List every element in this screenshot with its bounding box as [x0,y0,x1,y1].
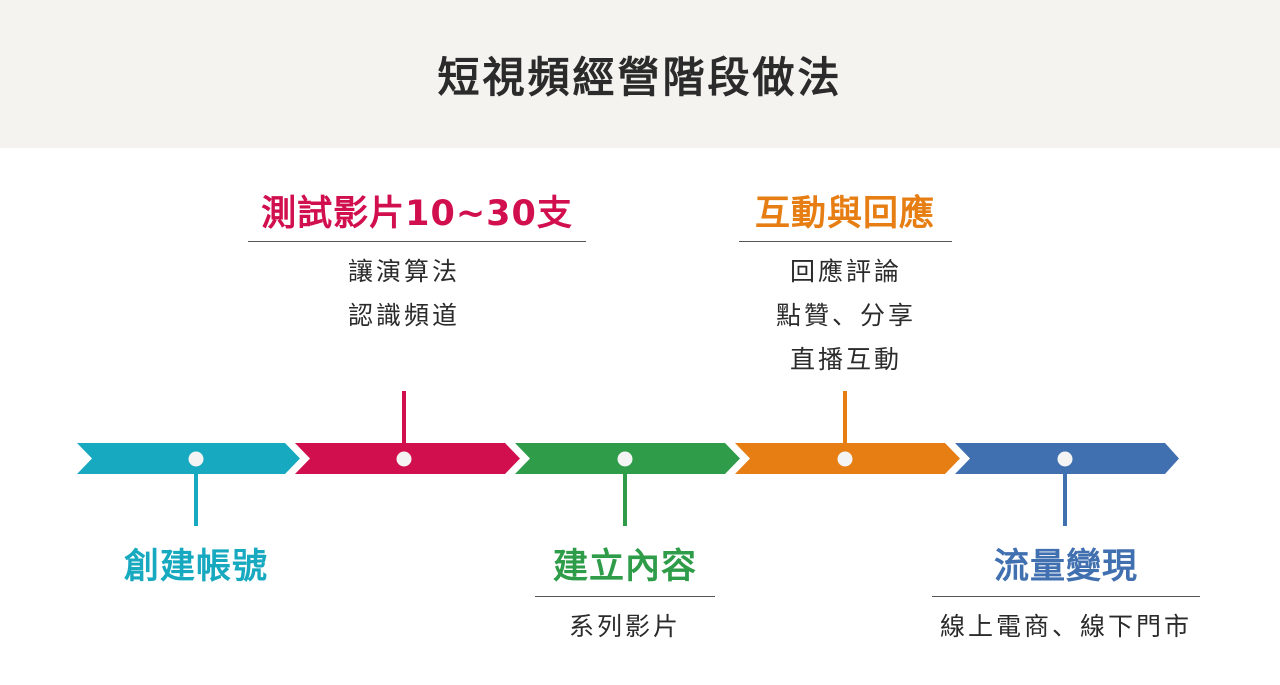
stage-details-monetize: 線上電商、線下門市 [922,605,1210,649]
stage-details-test-videos: 讓演算法 認識頻道 [316,250,492,338]
milestone-dot-test-videos [396,451,412,467]
stage-label-interaction: 互動與回應 [754,194,935,234]
stage-label-test-videos: 測試影片10~30支 [261,194,573,234]
stage-label-build-content: 建立內容 [552,547,697,587]
stage-details-build-content: 系列影片 [537,605,713,649]
stage-detail-item: 點贊、分享 [775,301,916,330]
stage-divider-interaction [739,241,952,242]
header-banner: 短視頻經營階段做法 [0,0,1280,148]
milestone-dot-build-content [617,451,633,467]
milestone-dot-create-account [188,451,204,467]
stage-label-create-account: 創建帳號 [123,547,268,587]
arrow-segment-create-account [77,443,300,474]
milestone-dot-interaction [837,451,853,467]
stage-detail-item: 回應評論 [789,257,902,286]
page-title: 短視頻經營階段做法 [437,52,843,102]
stage-divider-monetize [932,596,1200,597]
milestone-dot-monetize [1057,451,1073,467]
stage-details-interaction: 回應評論 點贊、分享 直播互動 [742,250,950,382]
stage-divider-test-videos [248,241,586,242]
stage-label-monetize: 流量變現 [993,547,1138,587]
stage-detail-item: 認識頻道 [347,301,460,330]
stage-detail-item: 線上電商、線下門市 [939,612,1192,641]
stage-divider-build-content [535,596,715,597]
stage-detail-item: 直播互動 [789,345,902,374]
stage-detail-item: 系列影片 [568,612,681,641]
stage-detail-item: 讓演算法 [347,257,460,286]
